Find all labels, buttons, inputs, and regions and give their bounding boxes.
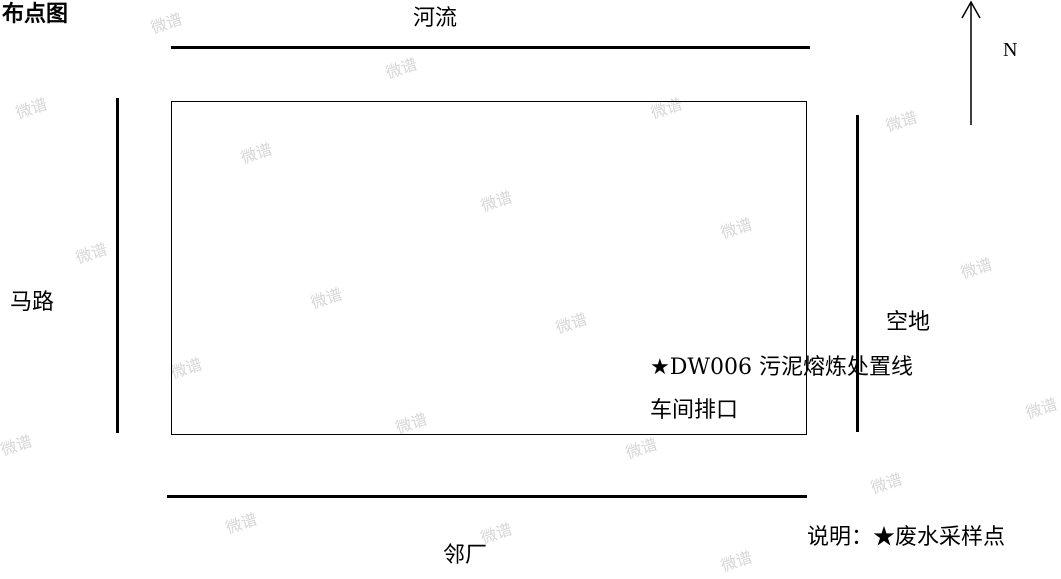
watermark: 微谱 (223, 509, 260, 538)
watermark: 微谱 (1023, 394, 1060, 423)
watermark: 微谱 (383, 54, 420, 83)
vacant-land-label: 空地 (886, 310, 931, 335)
watermark: 微谱 (718, 547, 755, 576)
watermark: 微谱 (958, 254, 995, 283)
watermark: 微谱 (623, 434, 660, 463)
watermark: 微谱 (13, 94, 50, 123)
river-line (171, 46, 810, 49)
plant-boundary (171, 101, 807, 435)
road-label: 马路 (10, 290, 55, 315)
legend: 说明：★废水采样点 (807, 525, 1006, 550)
vacant-land-line (856, 115, 859, 432)
watermark: 微谱 (73, 239, 110, 268)
sample-point-sublabel: 车间排口 (650, 398, 739, 423)
watermark: 微谱 (0, 431, 35, 460)
page-title: 布点图 (2, 2, 69, 27)
north-label: N (1003, 39, 1018, 61)
watermark: 微谱 (883, 107, 920, 136)
river-label: 河流 (413, 6, 458, 31)
north-arrow-icon (961, 0, 981, 125)
sample-point-label: ★DW006 污泥熔炼处置线 (650, 355, 913, 380)
road-line (116, 98, 119, 433)
watermark: 微谱 (868, 469, 905, 498)
watermark: 微谱 (148, 9, 185, 38)
neighbor-factory-line (167, 495, 807, 498)
neighbor-factory-label: 邻厂 (443, 543, 488, 568)
